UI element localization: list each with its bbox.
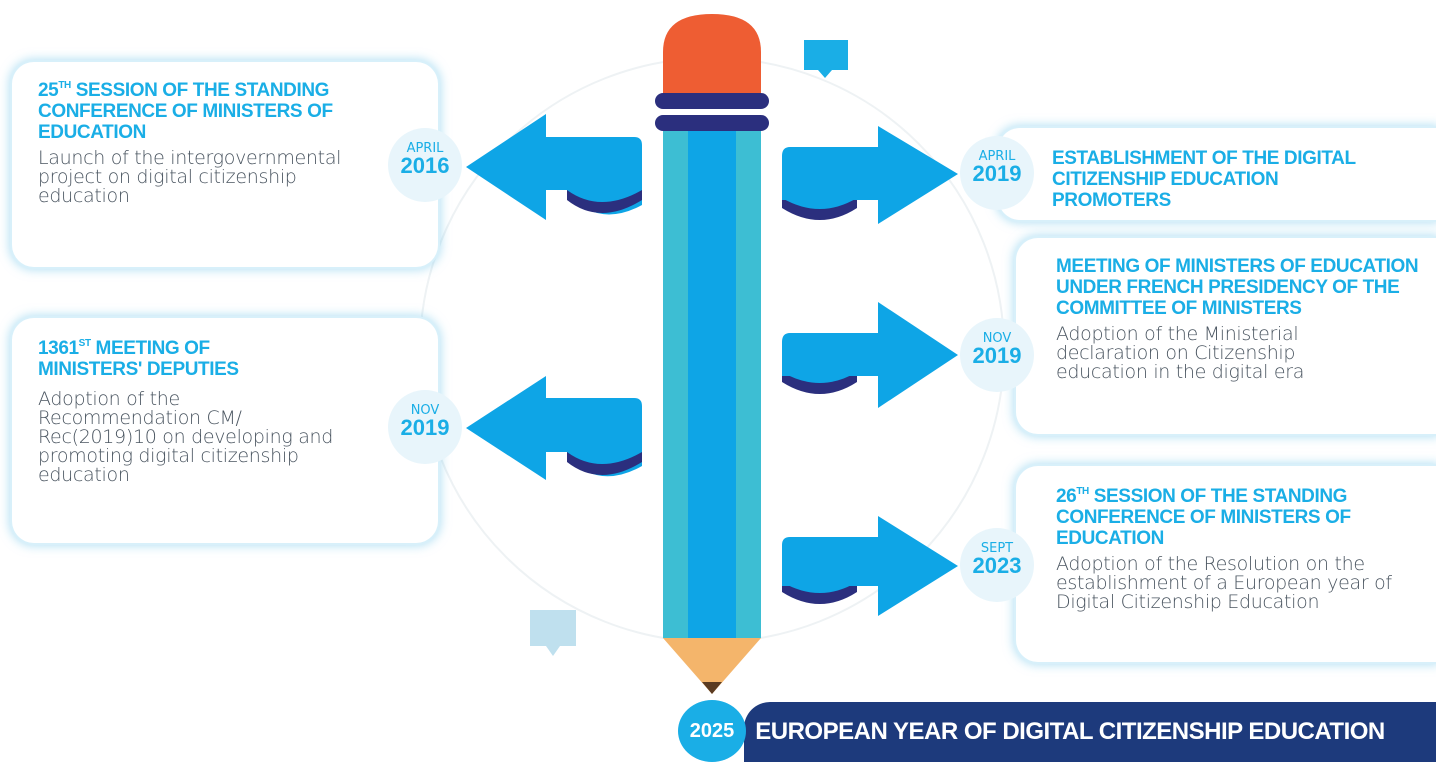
date-badge-2016: APRIL 2016 — [388, 128, 462, 202]
pencil-stripe-right — [736, 131, 761, 638]
final-event-banner: EUROPEAN YEAR OF DIGITAL CITIZENSHIP EDU… — [744, 702, 1436, 762]
event-card-2019-april: ESTABLISHMENT OF THE DIGITAL CITIZENSHIP… — [998, 128, 1436, 220]
speech-bubble-icon-bottom — [530, 610, 576, 656]
event-desc-2016: Launch of the intergovernmental project … — [38, 147, 342, 207]
date-badge-2019-nov-right: NOV 2019 — [960, 318, 1034, 392]
date-badge-2023: SEPT 2023 — [960, 528, 1034, 602]
event-title-2019-april: ESTABLISHMENT OF THE DIGITAL CITIZENSHIP… — [1052, 148, 1356, 211]
date-badge-2019-april: APRIL 2019 — [960, 136, 1034, 210]
arrow-right-2023 — [736, 516, 958, 616]
event-title-2016: 25TH SESSION OF THE STANDING CONFERENCE … — [38, 80, 333, 143]
event-card-2023: 26TH SESSION OF THE STANDING CONFERENCE … — [1016, 466, 1436, 662]
event-card-2019-nov-left: 1361ST MEETING OF MINISTERS' DEPUTIES Ad… — [12, 318, 438, 543]
event-title-2019-nov-right: MEETING OF MINISTERS OF EDUCATION UNDER … — [1056, 256, 1419, 319]
event-card-2019-nov-right: MEETING OF MINISTERS OF EDUCATION UNDER … — [1016, 238, 1436, 434]
pencil-tip — [663, 638, 761, 694]
event-title-2019-nov-left: 1361ST MEETING OF MINISTERS' DEPUTIES — [38, 338, 239, 380]
event-desc-2023: Adoption of the Resolution on the establ… — [1056, 553, 1392, 613]
date-badge-2019-nov-left: NOV 2019 — [388, 390, 462, 464]
arrow-right-2019-april — [736, 126, 958, 224]
pencil-eraser — [663, 14, 761, 96]
event-desc-2019-nov-left: Adoption of the Recommendation CM/ Rec(2… — [38, 388, 334, 486]
pencil-stripe-left — [663, 131, 688, 638]
pencil-band-1 — [655, 93, 769, 109]
arrow-left-2019 — [466, 376, 688, 480]
arrow-right-2019-nov — [736, 302, 958, 408]
event-desc-2019-nov-right: Adoption of the Ministerial declaration … — [1056, 323, 1305, 383]
pencil-lead — [702, 682, 722, 694]
event-title-2023: 26TH SESSION OF THE STANDING CONFERENCE … — [1056, 486, 1351, 549]
arrow-left-2016 — [466, 114, 688, 220]
pencil-band-2 — [655, 115, 769, 131]
final-year-badge: 2025 — [678, 700, 746, 762]
event-card-2016: 25TH SESSION OF THE STANDING CONFERENCE … — [12, 62, 438, 267]
speech-bubble-icon-top — [804, 40, 848, 78]
